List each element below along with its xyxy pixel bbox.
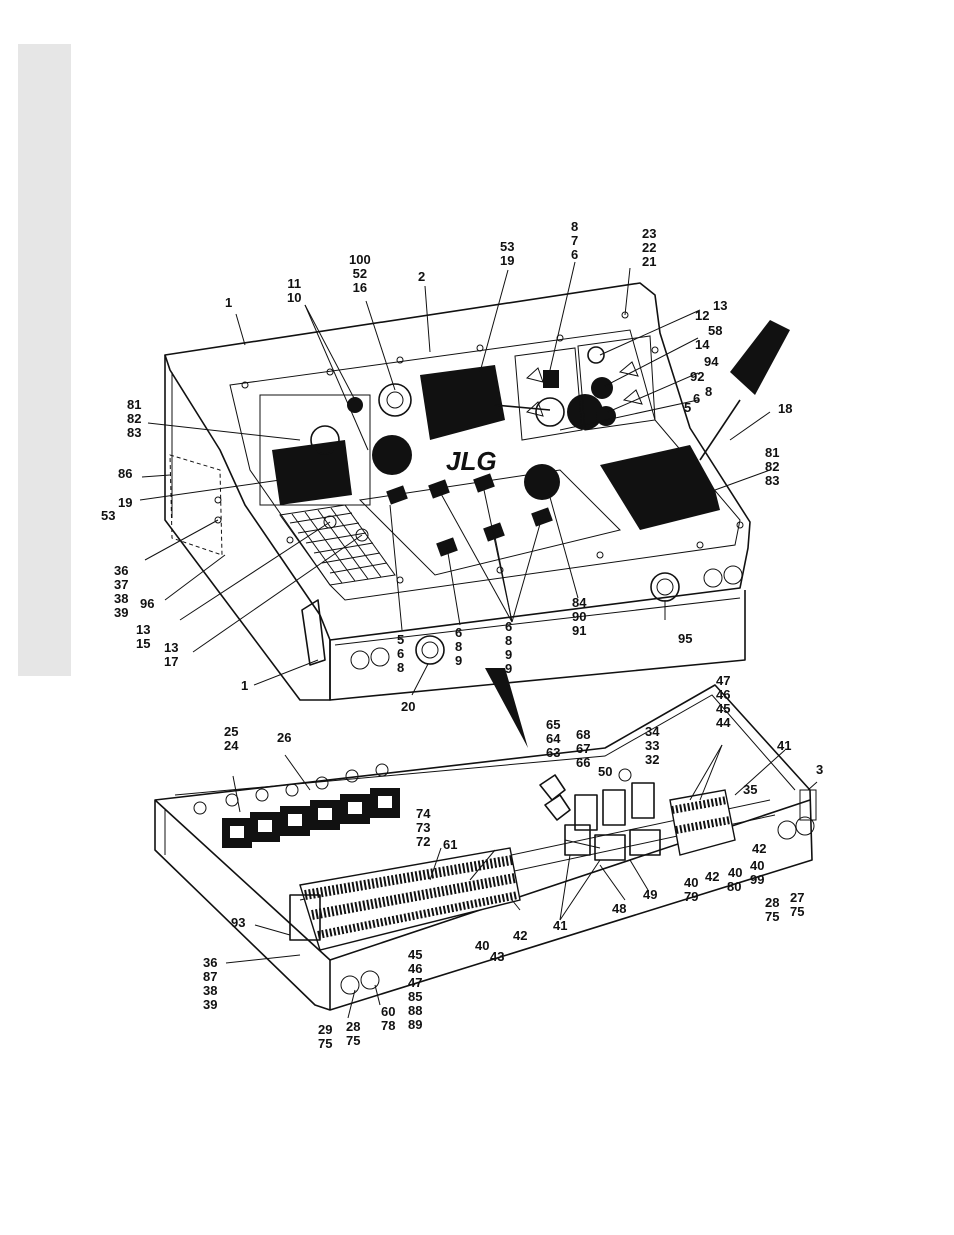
callout-5-6-8: 5 6 8 (397, 632, 405, 675)
callout-48: 48 (612, 901, 627, 916)
fuse-relay-group (539, 768, 661, 861)
callout-29-75: 29 75 (318, 1022, 333, 1051)
callout-36-87-38-39: 36 87 38 39 (203, 955, 218, 1012)
callout-27-75: 27 75 (790, 890, 805, 919)
terminal-strip-left (289, 847, 521, 951)
callout-6-8-9: 6 8 9 (455, 625, 463, 668)
callout-18: 18 (778, 401, 793, 416)
callout-40-bottom: 40 (475, 938, 490, 953)
callout-80: 80 (727, 879, 742, 894)
leader-lines (139, 261, 818, 1019)
callout-60-78: 60 78 (381, 1004, 396, 1033)
callout-5-right: 5 (684, 400, 692, 415)
callout-43: 43 (490, 949, 505, 964)
callout-13-15: 13 15 (136, 622, 151, 651)
callout-49: 49 (643, 887, 658, 902)
callout-45-46-47-85-88-89: 45 46 47 85 88 89 (408, 947, 423, 1032)
callout-65-64-63: 65 64 63 (546, 717, 561, 760)
callout-8-right: 8 (705, 384, 713, 399)
callout-13-top: 13 (713, 298, 728, 313)
callout-11-10: 11 10 (287, 276, 302, 305)
callout-42-b: 42 (705, 869, 720, 884)
callout-13-17: 13 17 (164, 640, 179, 669)
callout-19-left: 19 (118, 495, 133, 510)
callout-41-bottom: 41 (553, 918, 568, 933)
callout-81-82-83-left: 81 82 83 (127, 397, 142, 440)
callout-6-right: 6 (693, 391, 701, 406)
page-side-tab (18, 44, 71, 676)
callout-42-a: 42 (752, 841, 767, 856)
callout-28-75-right: 28 75 (765, 895, 780, 924)
callout-1-bottom: 1 (241, 678, 249, 693)
callout-41-top: 41 (777, 738, 792, 753)
callout-40-99: 40 99 (750, 858, 765, 887)
callout-53-19-top: 53 19 (500, 239, 515, 268)
callout-23-22-21: 23 22 21 (642, 226, 657, 269)
callout-42-bottom: 42 (513, 928, 528, 943)
callout-84-90-91: 84 90 91 (572, 595, 587, 638)
callout-36-37-38-39-top: 36 37 38 39 (114, 563, 129, 620)
explode-arrow (485, 668, 528, 748)
callout-47-46-45-44: 47 46 45 44 (716, 673, 731, 730)
callout-92: 92 (690, 369, 705, 384)
callout-40-79: 40 79 (684, 875, 699, 904)
callout-68-67-66: 68 67 66 (576, 727, 591, 770)
relay-row (193, 763, 400, 848)
callout-25-24: 25 24 (224, 724, 239, 753)
callout-12: 12 (695, 308, 710, 323)
callout-95: 95 (678, 631, 693, 646)
callout-94: 94 (704, 354, 719, 369)
callout-26: 26 (277, 730, 292, 745)
callout-20: 20 (401, 699, 416, 714)
callout-58: 58 (708, 323, 723, 338)
callout-6-8-9-9: 6 8 9 9 (505, 619, 513, 676)
electrical-box (154, 684, 817, 1011)
control-console: JLG (164, 282, 790, 701)
callout-8-7-6: 8 7 6 (571, 219, 579, 262)
jlg-logo: JLG (446, 446, 497, 476)
callout-40-a: 40 (728, 865, 743, 880)
callout-96: 96 (140, 596, 155, 611)
callout-100-52-16: 100 52 16 (349, 252, 371, 295)
callout-3: 3 (816, 762, 824, 777)
callout-61: 61 (443, 837, 458, 852)
callout-74-73-72: 74 73 72 (416, 806, 431, 849)
callout-2: 2 (418, 269, 426, 284)
callout-35: 35 (743, 782, 758, 797)
terminal-strip-right (669, 789, 817, 856)
callout-93: 93 (231, 915, 246, 930)
callout-34-33-32: 34 33 32 (645, 724, 660, 767)
callout-50: 50 (598, 764, 613, 779)
callout-53-left: 53 (101, 508, 116, 523)
callout-28-75-bottom: 28 75 (346, 1019, 361, 1048)
callout-81-82-83-right: 81 82 83 (765, 445, 780, 488)
callout-86: 86 (118, 466, 133, 481)
callout-14: 14 (695, 337, 710, 352)
callout-1-top: 1 (225, 295, 233, 310)
